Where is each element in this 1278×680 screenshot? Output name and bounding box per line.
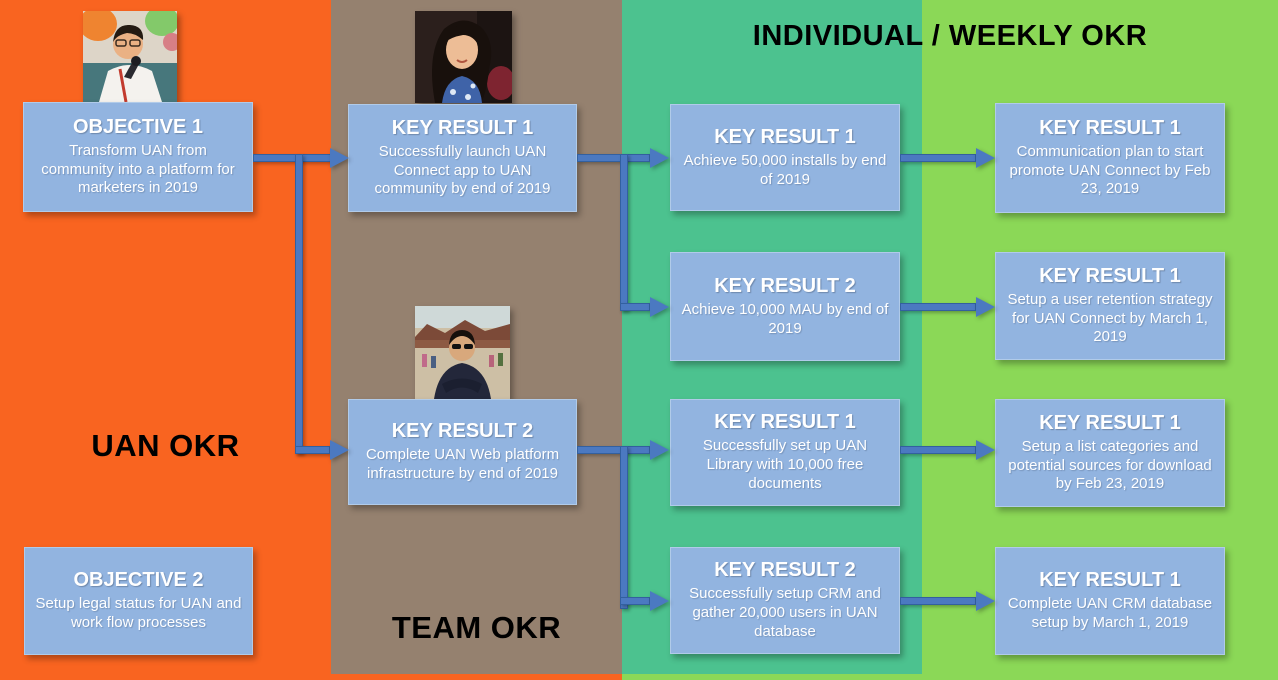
connector-ind2-to-wk2 xyxy=(900,303,976,311)
box-body: Setup legal status for UAN and work flow… xyxy=(35,595,242,631)
uan-okr-label: UAN OKR xyxy=(91,428,240,463)
team-key-result-1-box: KEY RESULT 1 Successfully launch UAN Con… xyxy=(348,104,577,212)
box-title: OBJECTIVE 2 xyxy=(73,569,204,592)
box-body: Successfully setup CRM and gather 20,000… xyxy=(689,585,881,640)
team-key-result-2-box: KEY RESULT 2 Complete UAN Web platform i… xyxy=(348,399,577,505)
box-title: KEY RESULT 1 xyxy=(1039,116,1181,139)
box-body: Setup a user retention strategy for UAN … xyxy=(1007,290,1213,346)
arrowhead-icon xyxy=(976,148,995,168)
objective-owner-photo xyxy=(83,11,177,102)
box-title: KEY RESULT 2 xyxy=(714,274,856,297)
connector-obj1-to-team1 xyxy=(253,154,331,162)
individual-key-result-2-box: KEY RESULT 2 Achieve 10,000 MAU by end o… xyxy=(670,252,900,361)
weekly-key-result-4-box: KEY RESULT 1 Complete UAN CRM database s… xyxy=(995,547,1225,655)
weekly-key-result-1-box: KEY RESULT 1 Communication plan to start… xyxy=(995,103,1225,213)
box-body: Complete UAN Web platform infrastructure… xyxy=(365,446,560,482)
box-title: KEY RESULT 2 xyxy=(714,559,856,582)
woman-portrait-photo-art xyxy=(415,11,512,103)
arrowhead-icon xyxy=(976,297,995,317)
connector-ind3-to-wk3 xyxy=(900,446,976,454)
connector-team2-to-ind4 xyxy=(620,597,650,605)
weekly-key-result-2-box: KEY RESULT 1 Setup a user retention stra… xyxy=(995,252,1225,360)
connector-obj1-to-team2 xyxy=(295,446,330,454)
box-title: KEY RESULT 1 xyxy=(1039,569,1181,592)
box-title: KEY RESULT 1 xyxy=(1039,411,1181,434)
weekly-key-result-3-box: KEY RESULT 1 Setup a list categories and… xyxy=(995,399,1225,507)
arrowhead-icon xyxy=(330,148,349,168)
box-body: Setup a list categories and potential so… xyxy=(1008,437,1212,493)
individual-key-result-3-box: KEY RESULT 1 Successfully set up UAN Lib… xyxy=(670,399,900,506)
connector-team1-to-ind1 xyxy=(577,154,650,162)
team-kr1-owner-photo xyxy=(415,11,512,103)
connector-obj1-branch-down xyxy=(295,154,303,454)
arrowhead-icon xyxy=(650,591,669,611)
arrowhead-icon xyxy=(976,440,995,460)
arrowhead-icon xyxy=(650,297,669,317)
arrowhead-icon xyxy=(330,440,349,460)
connector-team1-branch-down xyxy=(620,154,628,311)
box-title: KEY RESULT 1 xyxy=(391,116,534,139)
team-kr2-owner-photo xyxy=(415,306,510,399)
connector-ind1-to-wk1 xyxy=(900,154,976,162)
connector-ind4-to-wk4 xyxy=(900,597,976,605)
box-body: Achieve 50,000 installs by end of 2019 xyxy=(683,151,887,188)
individual-key-result-4-box: KEY RESULT 2 Successfully setup CRM and … xyxy=(670,547,900,654)
box-body: Transform UAN from community into a plat… xyxy=(41,141,235,197)
box-title: KEY RESULT 1 xyxy=(1039,264,1181,287)
arrowhead-icon xyxy=(976,591,995,611)
box-body: Communication plan to start promote UAN … xyxy=(1009,142,1211,198)
box-body: Complete UAN CRM database setup by March… xyxy=(1007,595,1213,631)
team-okr-label: TEAM OKR xyxy=(391,610,562,645)
page-title: INDIVIDUAL / WEEKLY OKR xyxy=(752,20,1148,52)
individual-key-result-1-box: KEY RESULT 1 Achieve 50,000 installs by … xyxy=(670,104,900,211)
man-outdoors-photo-art xyxy=(415,306,510,399)
box-title: KEY RESULT 1 xyxy=(714,411,856,434)
connector-team2-to-ind3 xyxy=(577,446,650,454)
connector-team2-branch-down xyxy=(620,446,628,609)
box-body: Achieve 10,000 MAU by end of 2019 xyxy=(681,300,889,337)
box-title: KEY RESULT 1 xyxy=(714,125,856,148)
connector-team1-to-ind2 xyxy=(620,303,650,311)
man-with-microphone-photo-art xyxy=(83,11,177,102)
arrowhead-icon xyxy=(650,440,669,460)
box-title: KEY RESULT 2 xyxy=(391,420,534,443)
objective-2-box: OBJECTIVE 2 Setup legal status for UAN a… xyxy=(24,547,253,655)
box-title: OBJECTIVE 1 xyxy=(72,115,204,138)
arrowhead-icon xyxy=(650,148,669,168)
box-body: Successfully set up UAN Library with 10,… xyxy=(702,437,868,492)
box-body: Successfully launch UAN Connect app to U… xyxy=(374,142,551,198)
objective-1-box: OBJECTIVE 1 Transform UAN from community… xyxy=(23,102,253,212)
